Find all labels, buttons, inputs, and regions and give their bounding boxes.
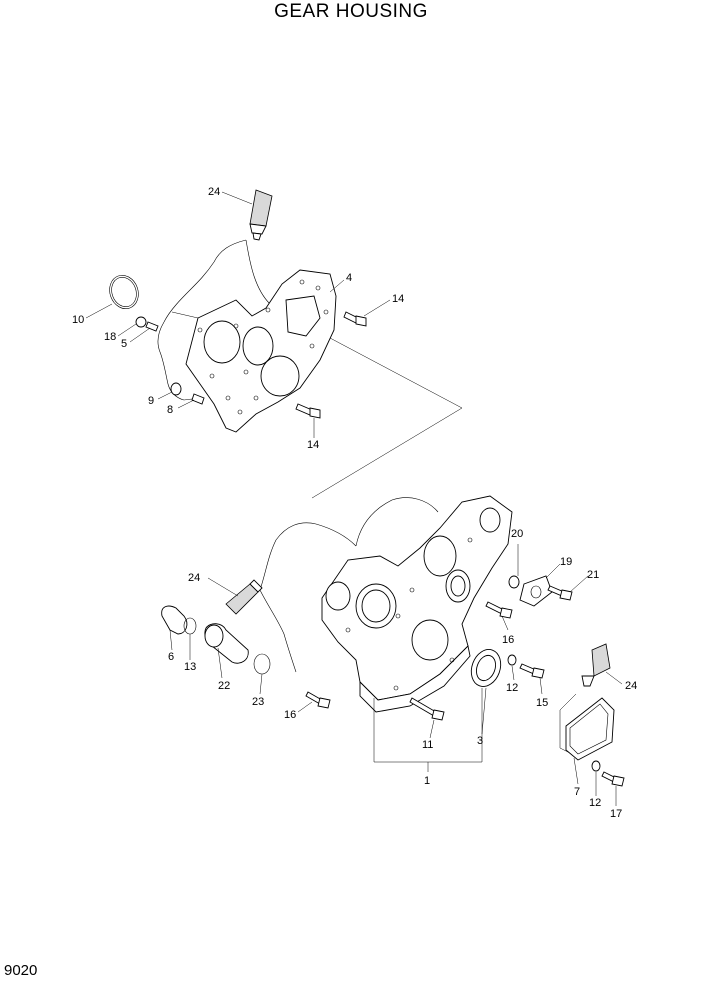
callout-21: 21 [587, 569, 600, 581]
callout-12: 12 [506, 682, 519, 694]
o-ring [109, 275, 139, 309]
page-title: GEAR HOUSING [274, 1, 428, 22]
oil-filler-cap [161, 605, 188, 635]
callout-19: 19 [560, 556, 573, 568]
sealant-tube-icon [581, 643, 611, 687]
callout-9: 9 [148, 395, 155, 407]
callout-22: 22 [218, 680, 231, 692]
page-code: 9020 [4, 962, 38, 979]
callout-6: 6 [168, 651, 175, 663]
callout-16: 16 [284, 709, 297, 721]
callout-24: 24 [208, 186, 221, 198]
callout-16: 16 [502, 634, 515, 646]
callout-13: 13 [184, 661, 197, 673]
callout-12: 12 [589, 797, 602, 809]
callout-4: 4 [346, 272, 353, 284]
callout-14: 14 [307, 439, 320, 451]
callout-7: 7 [574, 786, 581, 798]
callout-18: 18 [104, 331, 117, 343]
callout-24: 24 [625, 680, 638, 692]
callout-3: 3 [477, 735, 484, 747]
callout-5: 5 [121, 338, 128, 350]
bolt-icon [295, 403, 321, 419]
callout-15: 15 [536, 697, 549, 709]
callout-20: 20 [511, 528, 524, 540]
callout-1: 1 [424, 775, 431, 787]
callout-10: 10 [72, 314, 85, 326]
callout-24: 24 [188, 572, 201, 584]
bolt-icon [343, 311, 367, 327]
sealant-tube-icon [249, 189, 273, 241]
callout-23: 23 [252, 696, 265, 708]
cover-plate [565, 697, 615, 761]
sealant-tube-icon [225, 579, 263, 615]
callout-14: 14 [392, 293, 405, 305]
gasket-outline [259, 497, 439, 673]
gasket-outline [157, 239, 279, 401]
callout-17: 17 [610, 808, 623, 820]
callout-11: 11 [422, 739, 434, 751]
callout-8: 8 [167, 404, 174, 416]
